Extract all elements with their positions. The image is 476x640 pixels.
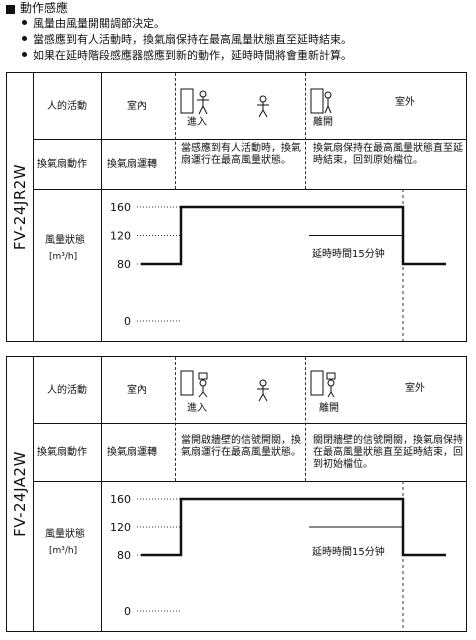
airflow-unit: [m³/h]: [49, 546, 78, 556]
bullet-item: 風量由風量開關調節決定。: [22, 17, 165, 31]
airflow-series-line: [141, 205, 446, 266]
outdoor-label: 室外: [395, 97, 415, 108]
row-divider: [33, 423, 466, 424]
indoor-label: 室內: [127, 385, 147, 396]
row-label-fan: 換氣扇動作: [37, 159, 87, 170]
column-divider: [101, 357, 102, 631]
fan-enter-text: 當感應到有人活動時，換氣扇運行在最高風量狀態。: [181, 143, 301, 166]
bullet-item: 如果在延時階段感應器感應到新的動作，延時時間將會重新計算。: [22, 49, 352, 63]
person-leave-door-icon: [310, 88, 332, 114]
column-divider-dashed: [305, 73, 306, 189]
y-tick-label: 160: [110, 493, 131, 506]
row-label-activity: 人的活動: [47, 101, 87, 112]
row-divider: [33, 139, 466, 140]
row-divider: [33, 189, 466, 190]
bullet-icon: [22, 52, 27, 57]
person-enter-door-icon: [180, 88, 209, 115]
column-divider-dashed: [305, 357, 306, 481]
row-label-airflow: 風量狀態: [45, 235, 85, 246]
enter-label: 進入: [187, 403, 207, 414]
row-label-activity: 人的活動: [47, 385, 87, 396]
y-tick-label: 0: [124, 315, 131, 328]
person-leave-switch-icon: [310, 370, 336, 398]
row-label-fan: 換氣扇動作: [37, 447, 87, 458]
airflow-chart: 160 120 80 0: [110, 481, 446, 631]
delay-label: 延時時間15分钟: [312, 547, 385, 558]
y-tick-label: 160: [110, 201, 131, 214]
fan-enter-text: 當開啟牆壁的信號開關，換氣扇運行在最高風量狀態。: [181, 435, 301, 458]
y-tick-label: 80: [117, 549, 131, 562]
bullet-item: 當感應到有人活動時，換氣扇保持在最高風量狀態直至延時結束。: [22, 33, 352, 47]
row-divider: [33, 481, 466, 482]
airflow-series-line: [141, 497, 446, 557]
panel-fv24ja2w: FV-24JA2W 人的活動 換氣扇動作 風量狀態 [m³/h] 室內 進入 離…: [6, 356, 467, 632]
person-walking-icon: [257, 379, 269, 402]
row-label-airflow: 風量狀態: [45, 529, 85, 540]
fan-indoor-text: 換氣扇運轉: [107, 447, 157, 458]
fan-leave-text: 關閉牆壁的信號開關，換氣扇保持在最高風量狀態直至延時結束，回到初始檔位。: [313, 435, 463, 470]
bullet-text: 風量由風量開關調節決定。: [33, 17, 165, 30]
y-tick-label: 120: [110, 521, 131, 534]
person-enter-switch-icon: [180, 370, 208, 398]
model-label: FV-24JA2W: [7, 357, 34, 631]
airflow-unit: [m³/h]: [49, 252, 78, 262]
bullet-text: 當感應到有人活動時，換氣扇保持在最高風量狀態直至延時結束。: [33, 33, 352, 46]
fan-indoor-text: 換氣扇運轉: [107, 159, 157, 170]
column-divider: [101, 73, 102, 341]
y-tick-label: 80: [117, 258, 131, 271]
enter-label: 進入: [187, 117, 207, 128]
leave-label: 離開: [319, 403, 339, 414]
bullet-icon: [22, 20, 27, 25]
bullet-text: 如果在延時階段感應器感應到新的動作，延時時間將會重新計算。: [33, 49, 352, 62]
section-square-icon: [6, 5, 15, 14]
delay-label: 延時時間15分钟: [312, 249, 385, 260]
bullet-icon: [22, 36, 27, 41]
panel-fv24jr2w: FV-24JR2W 人的活動 換氣扇動作 風量狀態 [m³/h] 室內 進入 離…: [6, 72, 467, 342]
section-title: 動作感應: [20, 1, 69, 15]
fan-leave-text: 換氣扇保持在最高風量狀態直至延時結束，回到原始檔位。: [313, 143, 463, 166]
airflow-chart: 160 120 80 0: [110, 189, 446, 341]
indoor-label: 室內: [127, 101, 147, 112]
column-divider-dashed: [175, 357, 176, 481]
model-label: FV-24JR2W: [7, 73, 34, 341]
person-walking-icon: [257, 95, 269, 118]
column-divider-dashed: [175, 73, 176, 189]
y-tick-label: 120: [110, 230, 131, 243]
leave-label: 離開: [313, 117, 333, 128]
outdoor-label: 室外: [405, 383, 425, 394]
y-tick-label: 0: [124, 605, 131, 618]
